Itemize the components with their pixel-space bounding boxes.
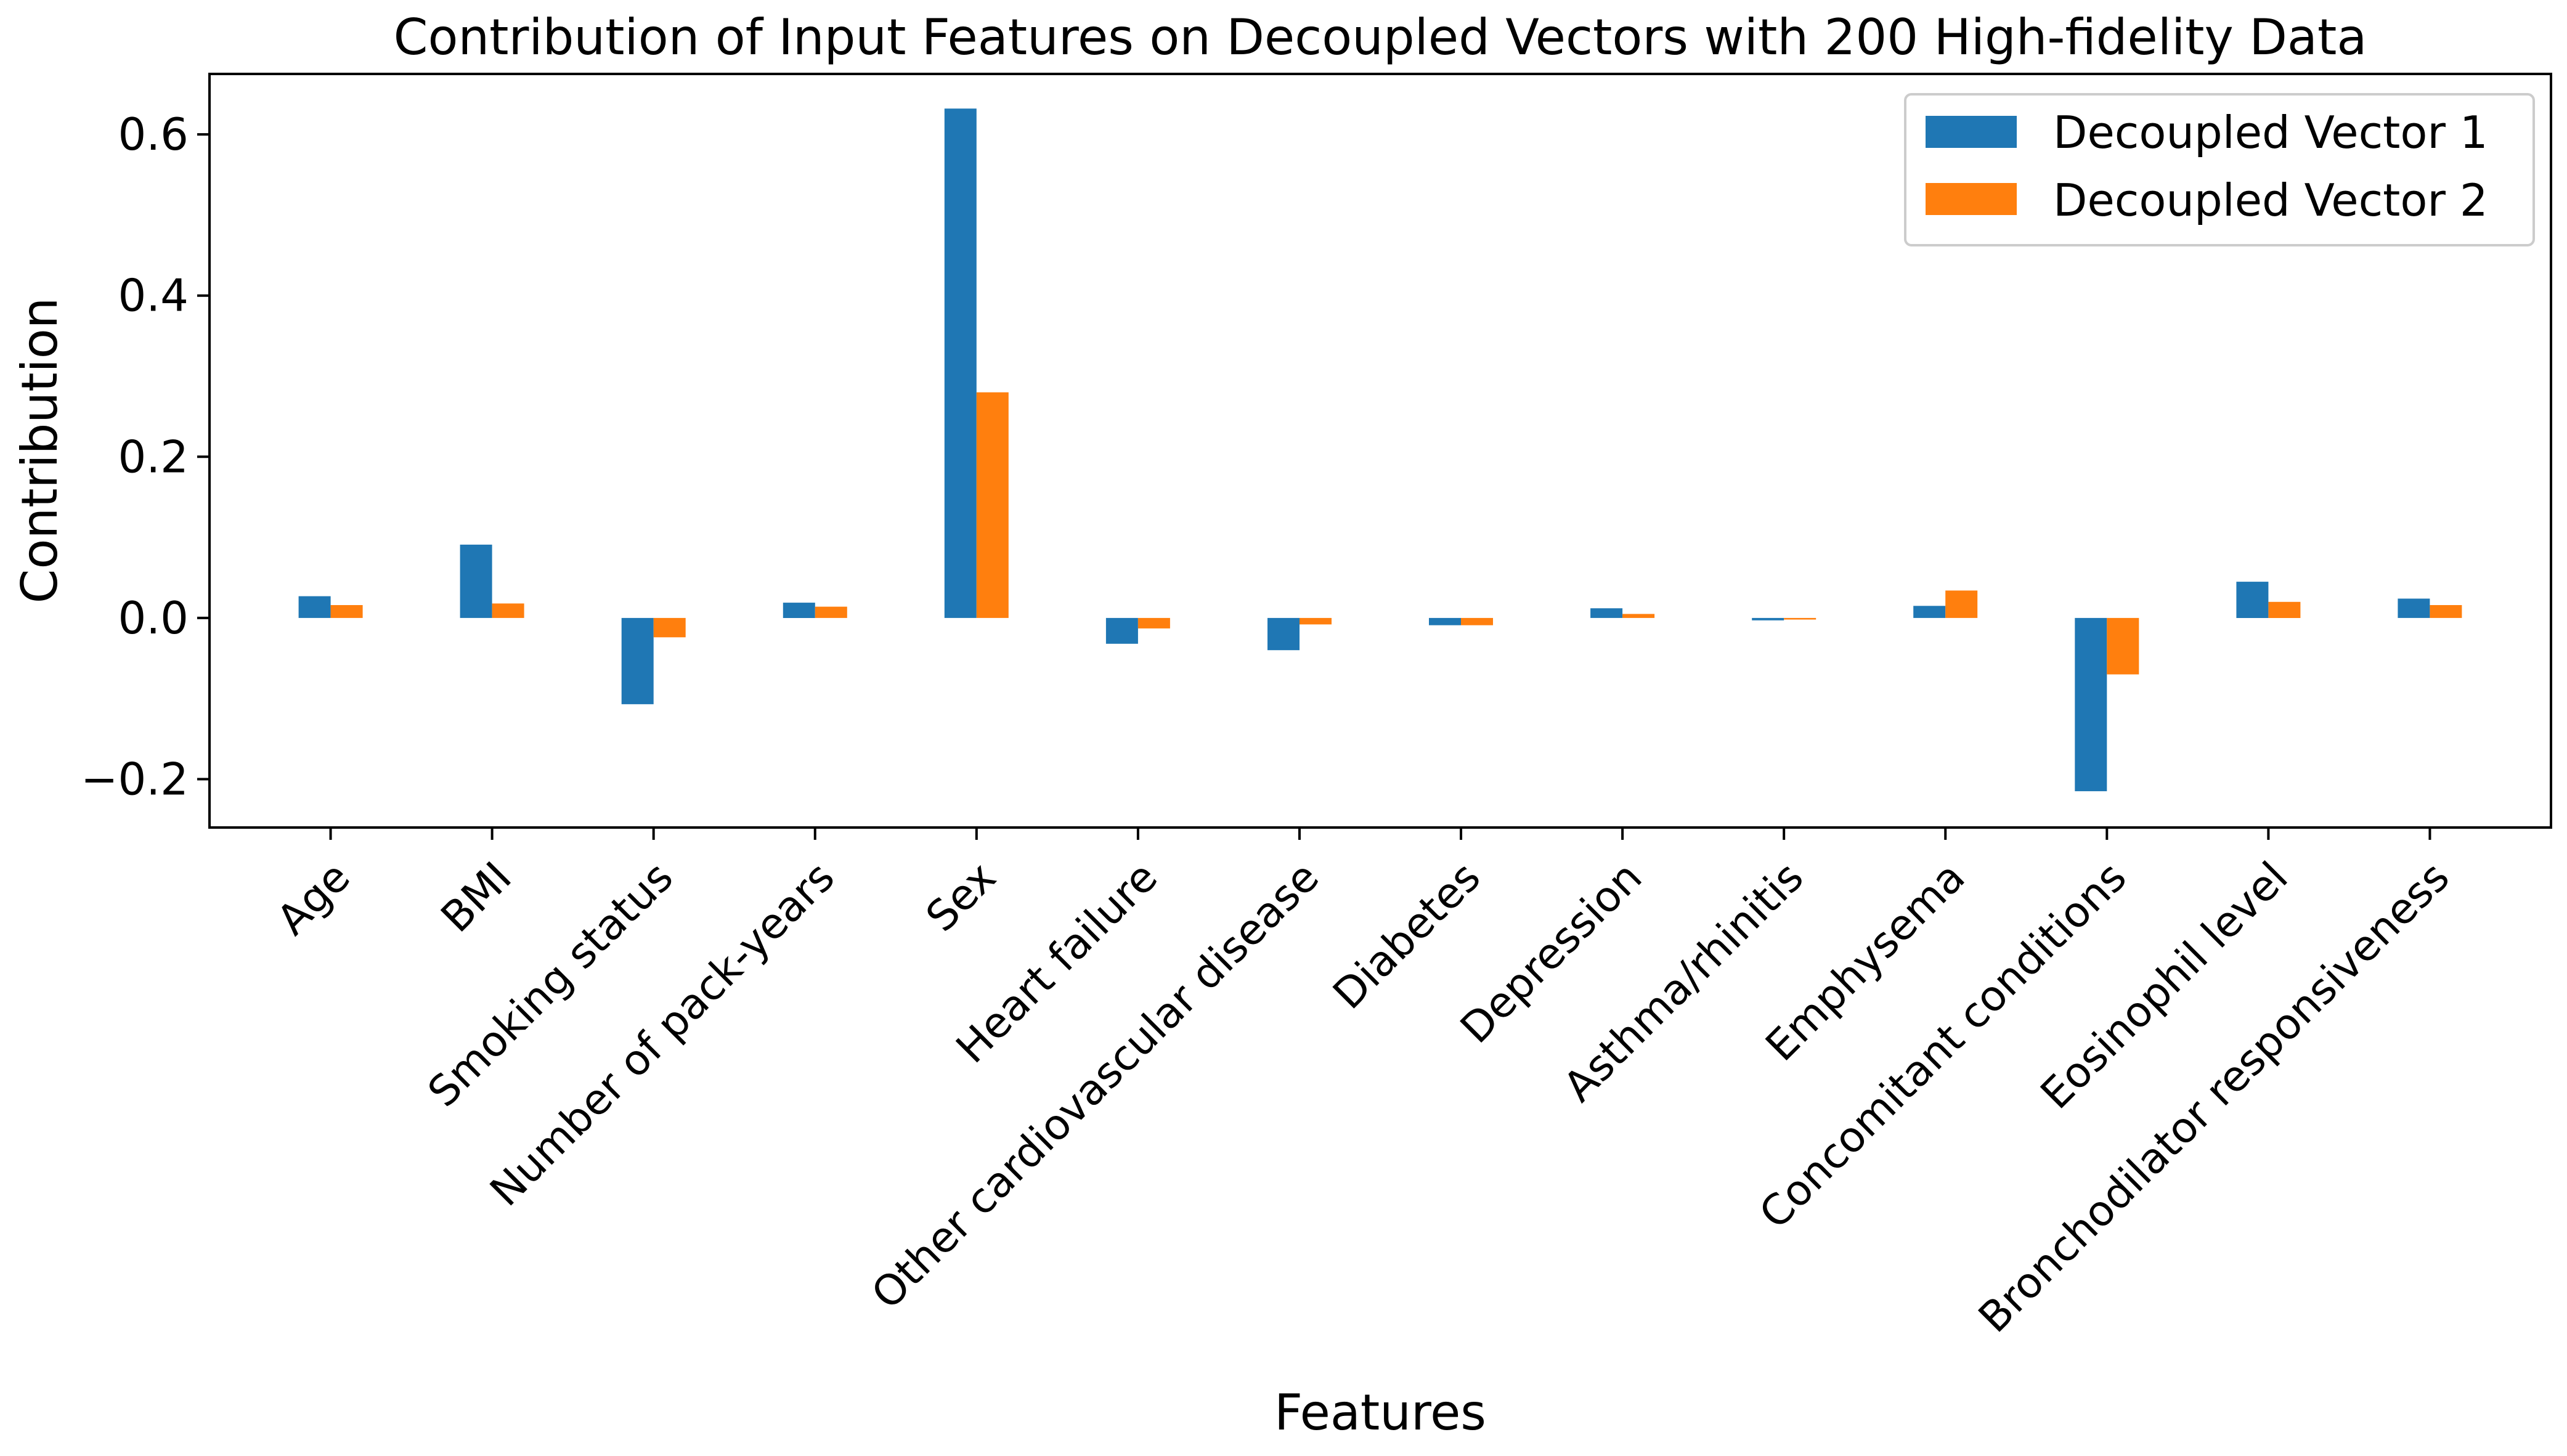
- legend-swatch-vector-1: [1926, 116, 2017, 148]
- bar-vector-2-9: [1622, 614, 1655, 618]
- bar-vector-1-14: [2398, 598, 2430, 618]
- bar-vector-1-3: [621, 617, 654, 704]
- bar-vector-2-3: [653, 617, 686, 638]
- bar-vector-1-4: [783, 603, 815, 618]
- y-tick-label: 0.2: [118, 431, 189, 482]
- x-tick-label: Age: [268, 853, 360, 945]
- legend-label-vector-1: Decoupled Vector 1: [2053, 107, 2488, 158]
- bar-vector-2-8: [1461, 617, 1493, 625]
- bar-vector-1-12: [2075, 617, 2107, 792]
- bars-layer: [298, 108, 2462, 792]
- x-axis-label: Features: [1274, 1384, 1486, 1441]
- bar-vector-1-1: [298, 596, 331, 618]
- y-tick-label: −0.2: [81, 754, 189, 805]
- plot-frame: [208, 73, 2552, 829]
- legend: Decoupled Vector 1 Decoupled Vector 2: [1904, 93, 2535, 246]
- x-tick-label: Diabetes: [1324, 853, 1490, 1019]
- legend-swatch-vector-2: [1926, 183, 2017, 215]
- y-axis-label: Contribution: [11, 298, 68, 604]
- bar-vector-2-7: [1300, 617, 1332, 625]
- bar-vector-1-13: [2236, 582, 2269, 618]
- bar-vector-1-7: [1267, 617, 1300, 651]
- y-tick-label: 0.0: [118, 592, 189, 644]
- bar-vector-2-11: [1945, 590, 1978, 618]
- bar-vector-1-5: [944, 108, 977, 618]
- bar-vector-2-14: [2430, 605, 2462, 618]
- bar-vector-2-4: [815, 606, 847, 618]
- y-tick-label: 0.4: [118, 270, 189, 322]
- x-tick-label: Sex: [917, 853, 1006, 942]
- legend-frame: [1904, 93, 2535, 246]
- y-axis-ticks: −0.2 0.0 0.2 0.4 0.6: [81, 108, 210, 805]
- bar-vector-2-5: [976, 392, 1009, 618]
- bar-vector-1-2: [460, 544, 492, 618]
- x-tick-label: Number of pack-years: [481, 853, 844, 1216]
- bar-vector-2-1: [330, 605, 363, 618]
- bar-vector-1-8: [1429, 617, 1461, 625]
- bar-vector-1-9: [1590, 608, 1623, 618]
- bar-vector-1-10: [1752, 617, 1784, 620]
- bar-vector-2-6: [1137, 617, 1170, 628]
- y-tick-label: 0.6: [118, 108, 189, 160]
- bar-vector-2-12: [2107, 617, 2139, 675]
- bar-vector-2-10: [1784, 617, 1816, 620]
- x-tick-label: BMI: [432, 853, 521, 942]
- bar-vector-1-6: [1105, 617, 1138, 644]
- chart-title: Contribution of Input Features on Decoup…: [394, 9, 2367, 66]
- legend-label-vector-2: Decoupled Vector 2: [2053, 174, 2488, 226]
- bar-vector-1-11: [1913, 606, 1946, 618]
- bar-vector-2-2: [492, 603, 524, 618]
- bar-vector-2-13: [2268, 601, 2301, 618]
